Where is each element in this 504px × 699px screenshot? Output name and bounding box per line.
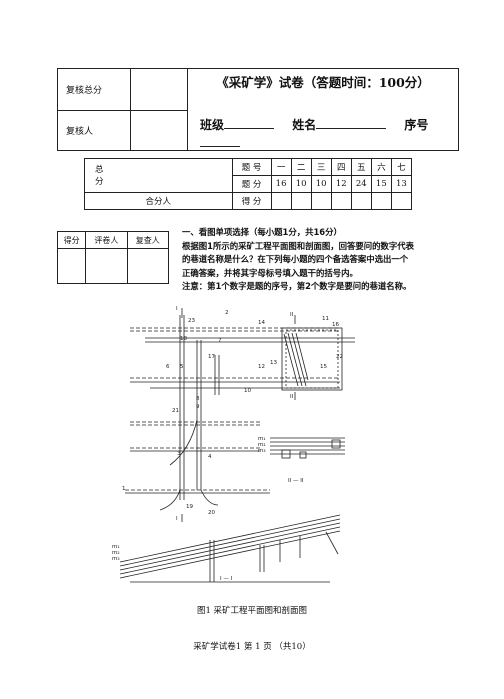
fig-label: 4 — [208, 454, 212, 460]
score-table: 总分 题 号 一 二 三 四 五 六 七 题 分 16 10 10 12 24 … — [84, 158, 413, 210]
name-field[interactable] — [316, 115, 387, 129]
fig-label: I — [176, 516, 178, 522]
seq-field[interactable] — [200, 133, 240, 147]
fig-label: 2 — [225, 310, 229, 316]
grader-box: 得分 评卷人 复查人 — [56, 231, 170, 284]
grader-checker-label: 复查人 — [126, 231, 170, 249]
fig-label: 20 — [208, 510, 215, 516]
review-total-label: 复核总分 — [66, 86, 103, 97]
mining-plan-figure: I I II II 23 2 14 11 16 18 7 17 22 5 6 1… — [112, 306, 355, 583]
score-cell[interactable] — [330, 192, 352, 210]
fig-label: 17 — [208, 354, 215, 360]
fig-label: 3 — [177, 451, 181, 457]
fig-label: 13 — [270, 360, 277, 366]
fig-label: 5 — [180, 364, 184, 370]
fig-label: II — II — [288, 478, 304, 484]
question1-line3: 正确答案，并将其字母标号填入题干的括号内。 — [182, 267, 358, 278]
score-cell[interactable] — [310, 192, 332, 210]
q-points: 24 — [350, 175, 372, 193]
q-num: 六 — [370, 158, 392, 176]
q-num: 四 — [330, 158, 352, 176]
reviewer-label: 复核人 — [66, 127, 94, 138]
fig-label: 1 — [122, 486, 126, 492]
q-num: 二 — [290, 158, 312, 176]
fig-label: 18 — [180, 336, 187, 342]
fig-label: 10 — [244, 388, 251, 394]
fig-label: 19 — [186, 504, 193, 510]
score-cell[interactable] — [290, 192, 312, 210]
fig-label: 21 — [172, 408, 179, 414]
name-label: 姓名 — [292, 118, 317, 132]
grader-checker-cell[interactable] — [126, 248, 170, 284]
score-cell[interactable] — [370, 192, 392, 210]
class-field[interactable] — [224, 115, 275, 129]
q-num: 一 — [270, 158, 292, 176]
review-total-value-cell[interactable] — [130, 67, 188, 112]
score-cell[interactable] — [270, 192, 292, 210]
fig-label: 11 — [322, 316, 329, 322]
fig-label: 16 — [332, 322, 339, 328]
total-label-cell: 总分 — [84, 158, 233, 193]
fig-label: m₁ — [258, 436, 266, 442]
q-num: 三 — [310, 158, 332, 176]
question1-heading: 一、看图单项选择（每小题1分，共16分） — [182, 227, 342, 237]
fig-label: 15 — [320, 364, 327, 370]
question1-line1: 根据图1所示的采矿工程平面图和剖面图，回答要问的数字代表 — [182, 240, 414, 251]
fig-label: 7 — [218, 338, 222, 344]
review-total-cell: 复核总分 — [57, 67, 131, 112]
fig-label: m₃ — [258, 448, 266, 454]
row1-label: 题 号 — [231, 158, 272, 176]
row3-label: 得 分 — [231, 192, 272, 210]
q-points: 16 — [270, 175, 292, 193]
fig-label: I — [176, 306, 178, 312]
fig-label: m₃ — [112, 556, 120, 562]
grader-label: 合分人 — [84, 192, 233, 210]
fig-label: 23 — [188, 318, 195, 324]
reviewer-cell: 复核人 — [57, 110, 131, 151]
fig-label: I — I — [220, 576, 233, 582]
seq-label: 序号 — [404, 118, 429, 132]
fig-label: II — [290, 394, 294, 400]
fig-label: 8 — [196, 396, 200, 402]
total-label: 总分 — [95, 164, 104, 187]
figure-caption: 图1 采矿工程平面图和剖面图 — [196, 606, 308, 616]
q-points: 13 — [390, 175, 413, 193]
grader-score-label: 得分 — [56, 231, 87, 249]
score-cell[interactable] — [350, 192, 372, 210]
grader-score-cell[interactable] — [56, 248, 87, 284]
q-num: 五 — [350, 158, 372, 176]
row2-label: 题 分 — [231, 175, 272, 193]
fig-label: 12 — [258, 364, 265, 370]
class-label: 班级 — [200, 118, 225, 132]
q-points: 10 — [310, 175, 332, 193]
q-points: 15 — [370, 175, 392, 193]
fig-label: 22 — [336, 354, 343, 360]
grader-reviewer-cell[interactable] — [85, 248, 128, 284]
fig-label: II — [290, 312, 294, 318]
question1-note: 注意：第1个数字是题的序号，第2个数字是要问的巷道名称。 — [182, 281, 412, 291]
reviewer-value-cell[interactable] — [130, 110, 188, 151]
page-footer: 采矿学试卷1 第 1 页 （共10） — [193, 642, 311, 652]
fig-label: 6 — [166, 364, 170, 370]
fig-label: m₂ — [258, 442, 266, 448]
question1-line2: 的巷道名称是什么？在下列每小题的四个备选答案中选出一个 — [182, 254, 409, 264]
score-cell[interactable] — [390, 192, 413, 210]
student-info-row: 班级 姓名 序号 — [188, 115, 458, 150]
title-block: 《采矿学》试卷（答题时间：100分） 班级 姓名 序号 — [187, 68, 459, 151]
fig-label: 14 — [258, 320, 265, 326]
exam-title: 《采矿学》试卷（答题时间：100分） — [216, 75, 430, 90]
fig-label: 9 — [196, 404, 200, 410]
q-points: 12 — [330, 175, 352, 193]
fig-label: m₂ — [112, 550, 120, 556]
header-table: 复核总分 《采矿学》试卷（答题时间：100分） 班级 姓名 序号 复核人 — [57, 67, 459, 151]
q-num: 七 — [390, 158, 413, 176]
grader-reviewer-label: 评卷人 — [85, 231, 128, 249]
q-points: 10 — [290, 175, 312, 193]
fig-label: m₁ — [112, 544, 120, 550]
question1-block: 一、看图单项选择（每小题1分，共16分） 根据图1所示的采矿工程平面图和剖面图，… — [182, 226, 482, 294]
